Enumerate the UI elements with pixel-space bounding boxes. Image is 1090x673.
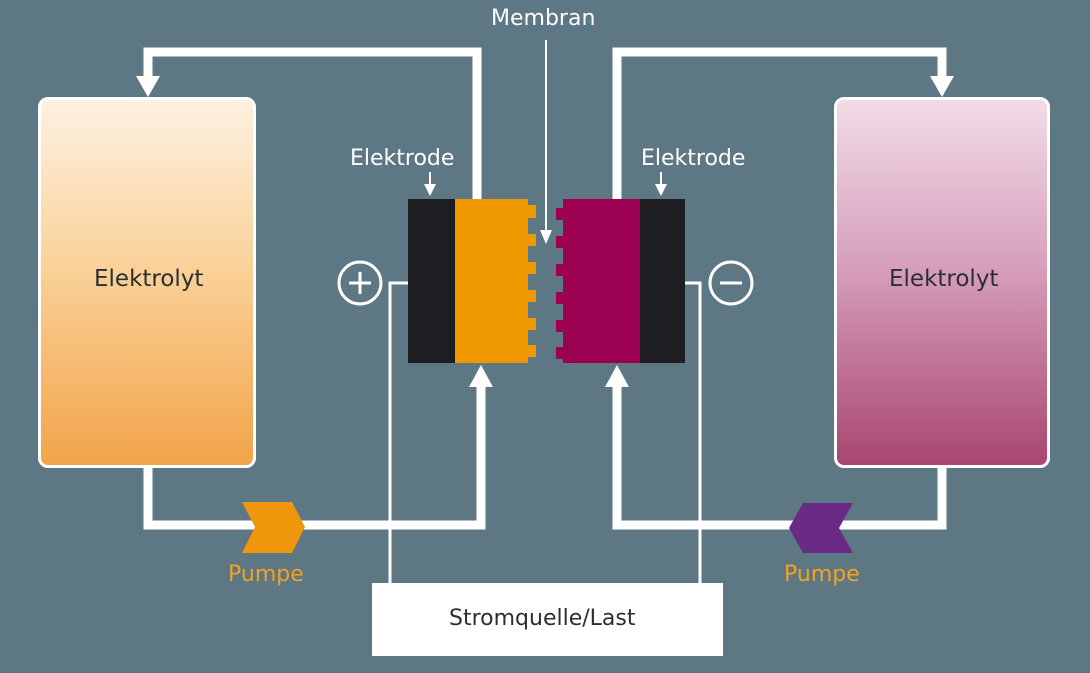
wire-positive [388,281,408,585]
pump-right-label: Pumpe [784,562,860,587]
electrode-right-pointer [655,172,667,196]
flow-line-right-supply [605,365,947,530]
electrolyte-tank-right [834,97,1050,468]
electrode-left-pointer [424,172,436,196]
arrow-down-icon [540,230,552,244]
arrow-down-icon [136,76,160,97]
half-cell-positive [455,199,536,363]
power-source-box [372,583,723,656]
power-source-label: Stromquelle/Last [449,606,636,631]
flow-line-left-return [136,47,482,202]
electrode-left [408,199,455,363]
arrow-up-icon [469,365,493,387]
pump-left-label: Pumpe [228,562,304,587]
electrode-right-label: Elektrode [641,146,746,171]
half-cell-negative [556,199,640,363]
minus-terminal-icon [708,260,754,306]
electrolyte-right-label: Elektrolyt [889,266,999,292]
electrode-left-label: Elektrode [350,146,455,171]
pump-right-icon [789,503,853,553]
arrow-down-icon [655,184,667,196]
flow-line-right-return [612,47,954,202]
pump-left-icon [242,502,305,553]
electrolyte-tank-left [38,97,256,468]
flow-line-left-supply [143,365,493,530]
electrode-right [640,199,685,363]
plus-terminal-icon [337,260,383,306]
arrow-up-icon [605,365,629,387]
arrow-down-icon [424,184,436,196]
arrow-down-icon [930,76,954,97]
membrane-pointer [540,40,552,244]
wire-negative [685,281,702,585]
electrolyte-left-label: Elektrolyt [94,266,204,292]
membrane-label: Membran [491,6,596,31]
